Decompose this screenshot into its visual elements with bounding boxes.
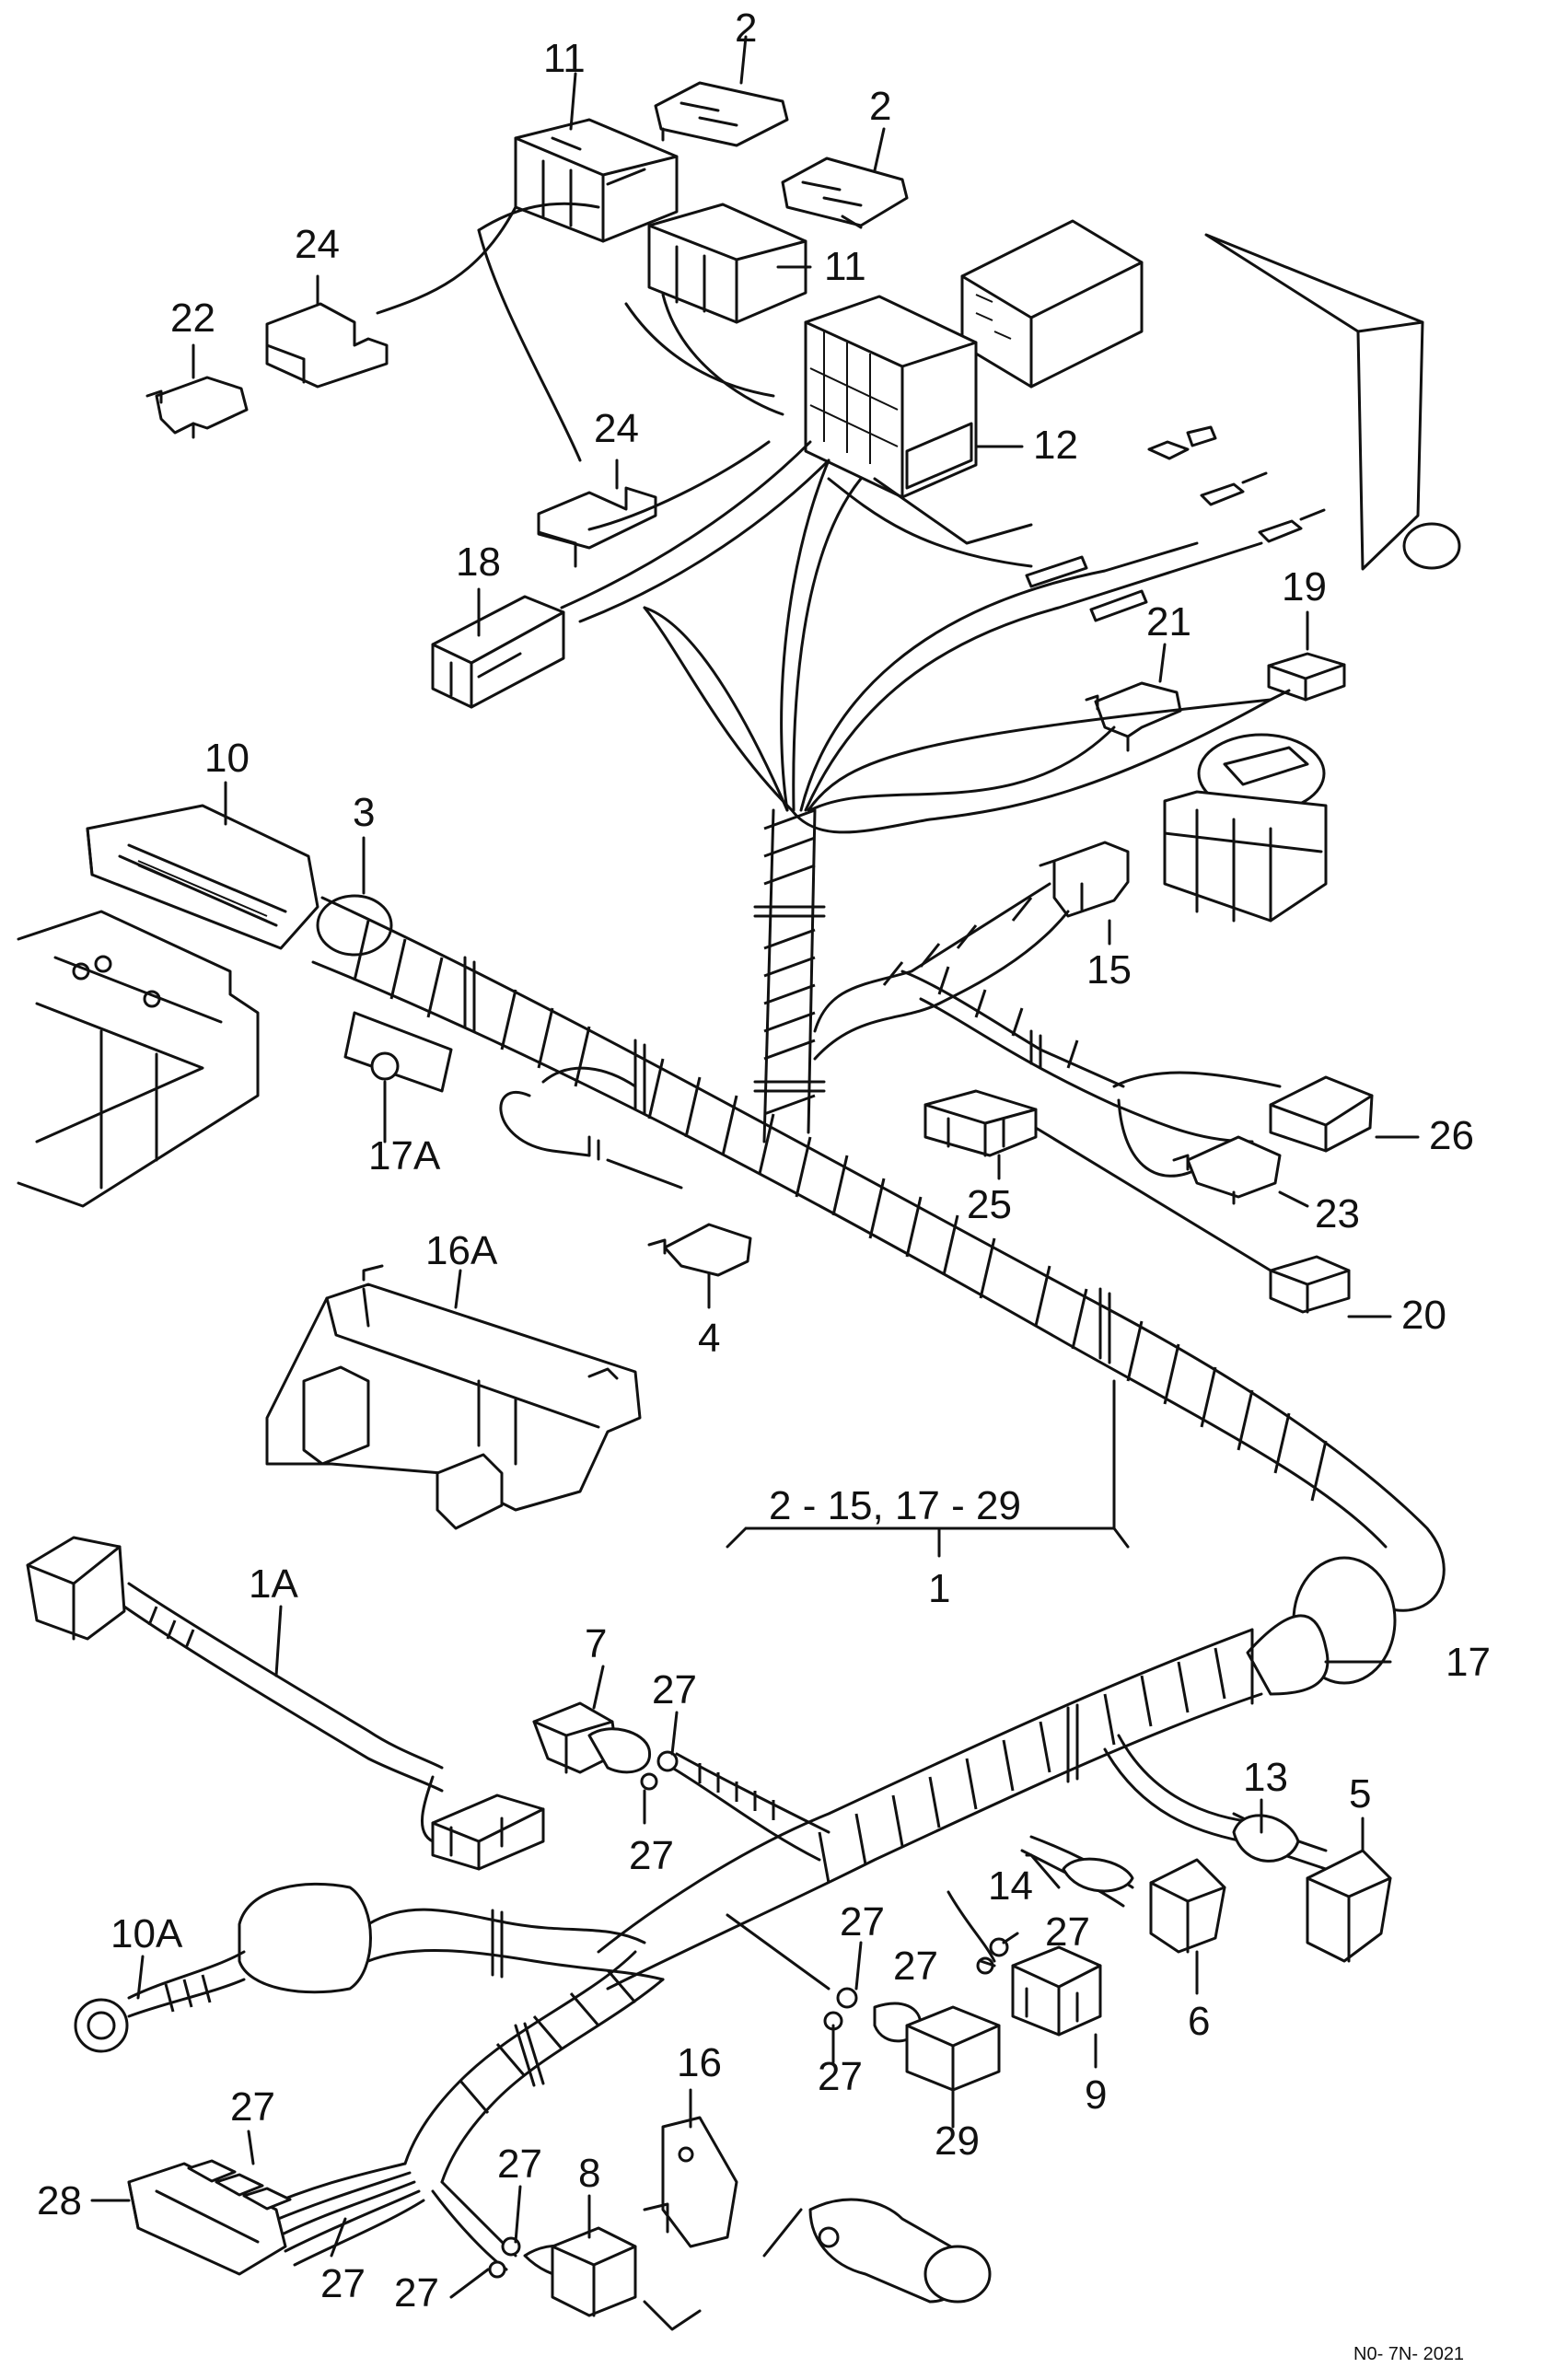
lower-harness [532,1628,1392,2037]
callout-27-j: 27 [394,2270,439,2316]
grommet-17 [1246,1556,1397,1705]
connector-18 [431,595,565,709]
connector-housing-11-lower [647,203,807,324]
callout-27-b: 27 [629,1833,674,1878]
connector-15 [1039,841,1130,918]
callout-27-e: 27 [893,1944,938,1989]
callout-16a: 16A [425,1228,498,1273]
connector-24-upper [265,302,389,389]
adapter-lead-1a [26,1536,545,1871]
callout-21: 21 [1146,599,1191,644]
callout-1: 1 [928,1566,950,1611]
callout-27-g: 27 [230,2084,275,2130]
callout-19: 19 [1282,564,1327,609]
callout-15: 15 [1086,947,1132,992]
callout-2-b: 2 [869,84,891,129]
connector-24-lower [537,486,657,568]
callout-7: 7 [585,1621,607,1666]
callout-3: 3 [353,790,375,835]
loose-terminals [1147,425,1326,543]
callout-8: 8 [578,2151,600,2196]
callout-27-f: 27 [818,2054,863,2099]
callout-11-a: 11 [543,36,586,81]
callout-10a: 10A [110,1911,183,1956]
wire-bundle [376,202,1291,834]
connector-19 [1267,652,1346,702]
callout-17a: 17A [368,1133,441,1178]
callout-13: 13 [1243,1755,1288,1800]
callout-23: 23 [1315,1191,1360,1236]
callout-24-b: 24 [594,406,639,451]
callout-25: 25 [967,1182,1012,1227]
connector-housing-11-upper [514,118,679,243]
callout-26: 26 [1429,1113,1474,1158]
bracket-16a [265,1264,642,1530]
callout-20: 20 [1401,1293,1446,1338]
callout-labels: 2 2 11 11 24 24 22 12 18 19 21 10 3 15 1… [37,6,1491,2364]
callout-12: 12 [1033,423,1078,468]
callout-18: 18 [456,540,501,585]
callout-11-b: 11 [824,244,866,289]
callout-17: 17 [1446,1640,1491,1685]
callout-9: 9 [1085,2072,1107,2118]
terminal-holder-22 [145,376,249,439]
fuse-2-lower [781,157,909,229]
callout-10: 10 [204,736,250,781]
callout-16: 16 [677,2040,722,2085]
callout-27-a: 27 [652,1667,697,1712]
callout-range: 2 - 15, 17 - 29 [769,1483,1021,1528]
callout-22: 22 [170,296,215,341]
callout-4: 4 [698,1316,720,1361]
callout-27-i: 27 [320,2261,366,2306]
lower-left-harness [74,1882,1001,2331]
callout-27-d: 27 [1045,1909,1090,1955]
terminal-holder-21 [1085,681,1182,752]
callout-27-c: 27 [840,1899,885,1944]
callout-27-h: 27 [497,2142,542,2187]
callout-28: 28 [37,2178,82,2223]
footer-code: N0- 7N- 2021 [1353,2344,1464,2363]
callout-5: 5 [1349,1771,1371,1817]
callout-6: 6 [1188,1999,1210,2044]
callout-29: 29 [935,2118,980,2164]
fuse-2-upper [654,81,789,147]
leader-lines [90,35,1420,2299]
callout-1a: 1A [249,1561,298,1607]
ignition-switch [1163,733,1328,923]
relay-socket-12 [804,295,978,499]
callout-14: 14 [988,1863,1033,1909]
relay-plate-assembly [960,219,1461,571]
main-harness [17,804,1446,1612]
callout-2-a: 2 [735,6,757,51]
callout-24-a: 24 [295,222,340,267]
